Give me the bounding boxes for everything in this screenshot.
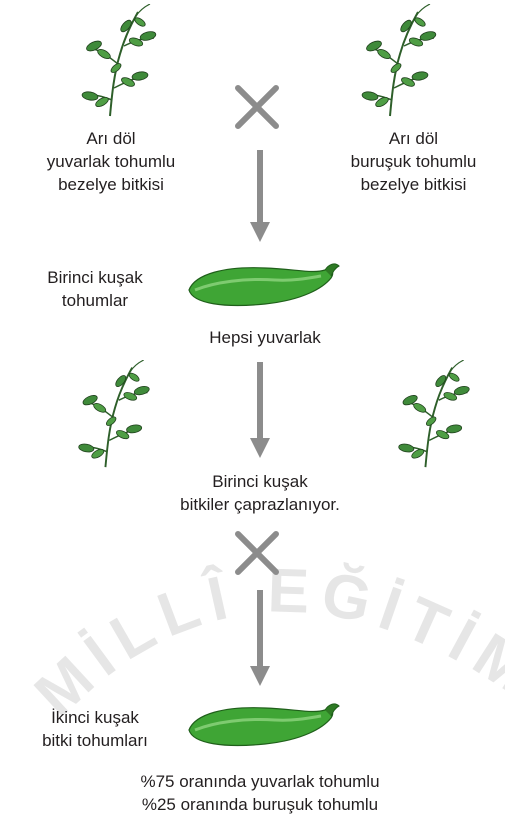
cross-icon-parents	[234, 84, 280, 130]
f1-plant-left-icon	[75, 360, 155, 470]
pea-pod-f2-icon	[185, 700, 345, 750]
parent-right-label: Arı döl buruşuk tohumlu bezelye bitkisi	[322, 127, 505, 196]
f2-seeds-label: İkinci kuşak bitki tohumları	[10, 706, 180, 752]
f1-seeds-result: Hepsi yuvarlak	[170, 326, 360, 349]
f1-seeds-label: Birinci kuşak tohumlar	[20, 266, 170, 312]
arrow-down-2	[250, 362, 270, 458]
pea-pod-f1-icon	[185, 260, 345, 310]
f1-plant-right-icon	[395, 360, 475, 470]
f1-plants-label: Birinci kuşak bitkiler çaprazlanıyor.	[130, 470, 390, 516]
arrow-down-1	[250, 150, 270, 242]
cross-icon-f1	[234, 530, 280, 576]
arrow-down-3	[250, 590, 270, 686]
f2-seeds-result: %75 oranında yuvarlak tohumlu %25 oranın…	[90, 770, 430, 816]
parent-left-label: Arı döl yuvarlak tohumlu bezelye bitkisi	[0, 127, 222, 196]
parent-plant-left-icon	[80, 4, 160, 119]
parent-plant-right-icon	[360, 4, 440, 119]
